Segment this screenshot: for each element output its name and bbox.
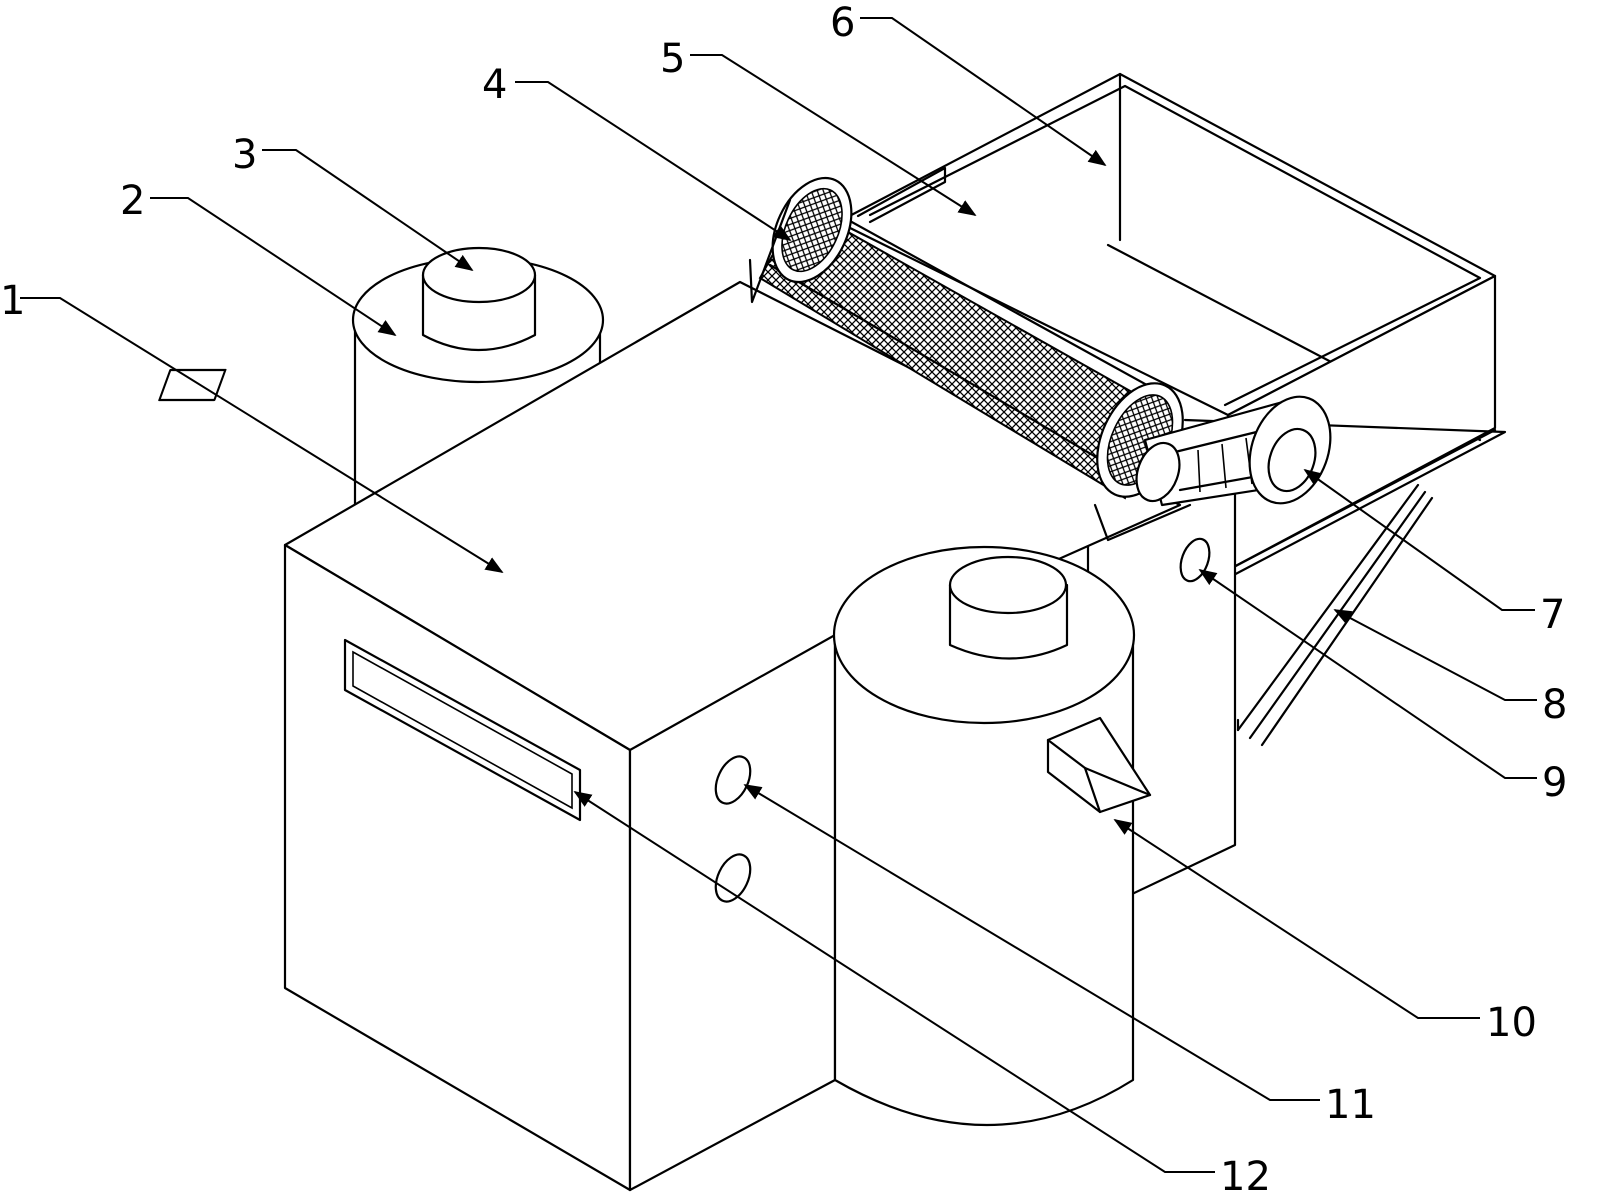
- rear-motor: [421, 246, 537, 352]
- leader-lines: [20, 17, 1537, 1173]
- leader-3: [262, 149, 474, 272]
- leader-7: [1303, 468, 1535, 611]
- main-housing-box: [283, 280, 1182, 1192]
- label-9: 9: [1542, 760, 1567, 806]
- label-5: 5: [660, 36, 685, 82]
- leader-2: [150, 197, 397, 336]
- label-10: 10: [1486, 1000, 1537, 1046]
- leader-1: [20, 297, 504, 573]
- leader-9: [1198, 568, 1537, 779]
- label-4: 4: [482, 62, 507, 108]
- leader-6: [860, 17, 1107, 167]
- leader-5: [690, 54, 977, 216]
- callout-labels: 1 2 3 4 5 6 7 8 9 10 11 12: [0, 0, 1567, 1198]
- leader-12: [573, 791, 1215, 1173]
- label-1: 1: [0, 278, 25, 324]
- label-11: 11: [1325, 1082, 1376, 1128]
- label-7: 7: [1540, 592, 1565, 638]
- label-2: 2: [120, 178, 145, 224]
- front-tank-cylinder: [832, 545, 1152, 1126]
- label-12: 12: [1220, 1154, 1271, 1198]
- leader-10: [1113, 819, 1480, 1019]
- leader-4: [515, 81, 792, 241]
- label-8: 8: [1542, 682, 1567, 728]
- label-3: 3: [232, 132, 257, 178]
- leader-11: [743, 784, 1320, 1101]
- leader-8: [1333, 609, 1537, 701]
- label-6: 6: [830, 0, 855, 46]
- belt-drive: [1135, 395, 1332, 507]
